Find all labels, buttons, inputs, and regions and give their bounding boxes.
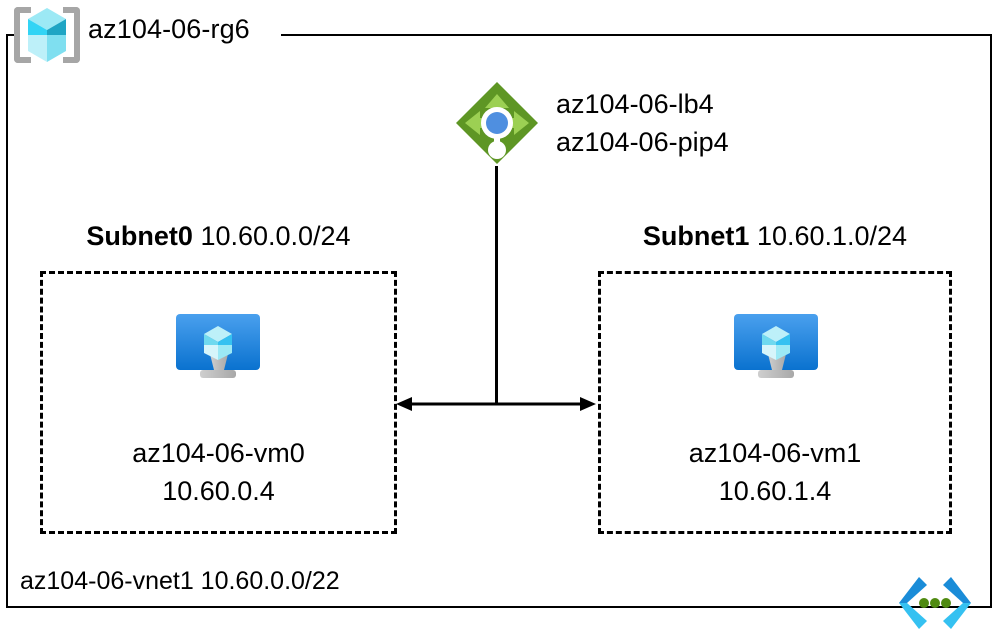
vm-1-name: az104-06-vm1 <box>688 438 862 468</box>
resource-group-icon <box>14 5 80 65</box>
public-ip-name: az104-06-pip4 <box>556 127 729 157</box>
virtual-machine-icon <box>172 312 264 392</box>
resource-group-label: az104-06-rg6 <box>88 14 250 44</box>
cube-icon <box>28 8 66 62</box>
vm-1-labels: az104-06-vm1 10.60.1.4 <box>598 434 952 510</box>
resource-group-border-bottom <box>6 606 992 608</box>
resource-group-border-top-right <box>281 34 992 36</box>
subnet-0-title: Subnet0 10.60.0.0/24 <box>40 221 397 252</box>
bracket-left-icon <box>14 7 31 63</box>
resource-group-border-left <box>6 34 8 608</box>
subnet-1-title: Subnet1 10.60.1.0/24 <box>598 221 952 252</box>
vm-0-labels: az104-06-vm0 10.60.0.4 <box>40 434 397 510</box>
vnet-label: az104-06-vnet1 10.60.0.0/22 <box>20 567 340 595</box>
load-balancer-name: az104-06-lb4 <box>556 89 714 119</box>
subnet-1-name: Subnet1 <box>642 221 750 251</box>
virtual-network-icon <box>893 573 977 633</box>
subnet-1-box <box>598 271 952 534</box>
subnet-0-name: Subnet0 <box>86 221 193 251</box>
load-balancer-labels: az104-06-lb4 az104-06-pip4 <box>556 85 729 161</box>
bracket-right-icon <box>63 7 80 63</box>
vm-1-ip: 10.60.1.4 <box>718 476 832 506</box>
resource-group-border-right <box>990 34 992 608</box>
load-balancer-icon <box>452 78 542 173</box>
vm-0-name: az104-06-vm0 <box>132 438 305 468</box>
subnet-1-cidr: 10.60.1.0/24 <box>756 221 908 251</box>
virtual-machine-icon <box>730 312 822 392</box>
vm-0-ip: 10.60.0.4 <box>162 476 275 506</box>
load-balancer-connector-line <box>495 166 498 404</box>
subnet-0-cidr: 10.60.0.0/24 <box>200 221 351 251</box>
subnet-to-subnet-arrow <box>396 395 596 413</box>
subnet-0-box <box>40 271 397 534</box>
resource-group-border-top-left <box>6 34 18 36</box>
